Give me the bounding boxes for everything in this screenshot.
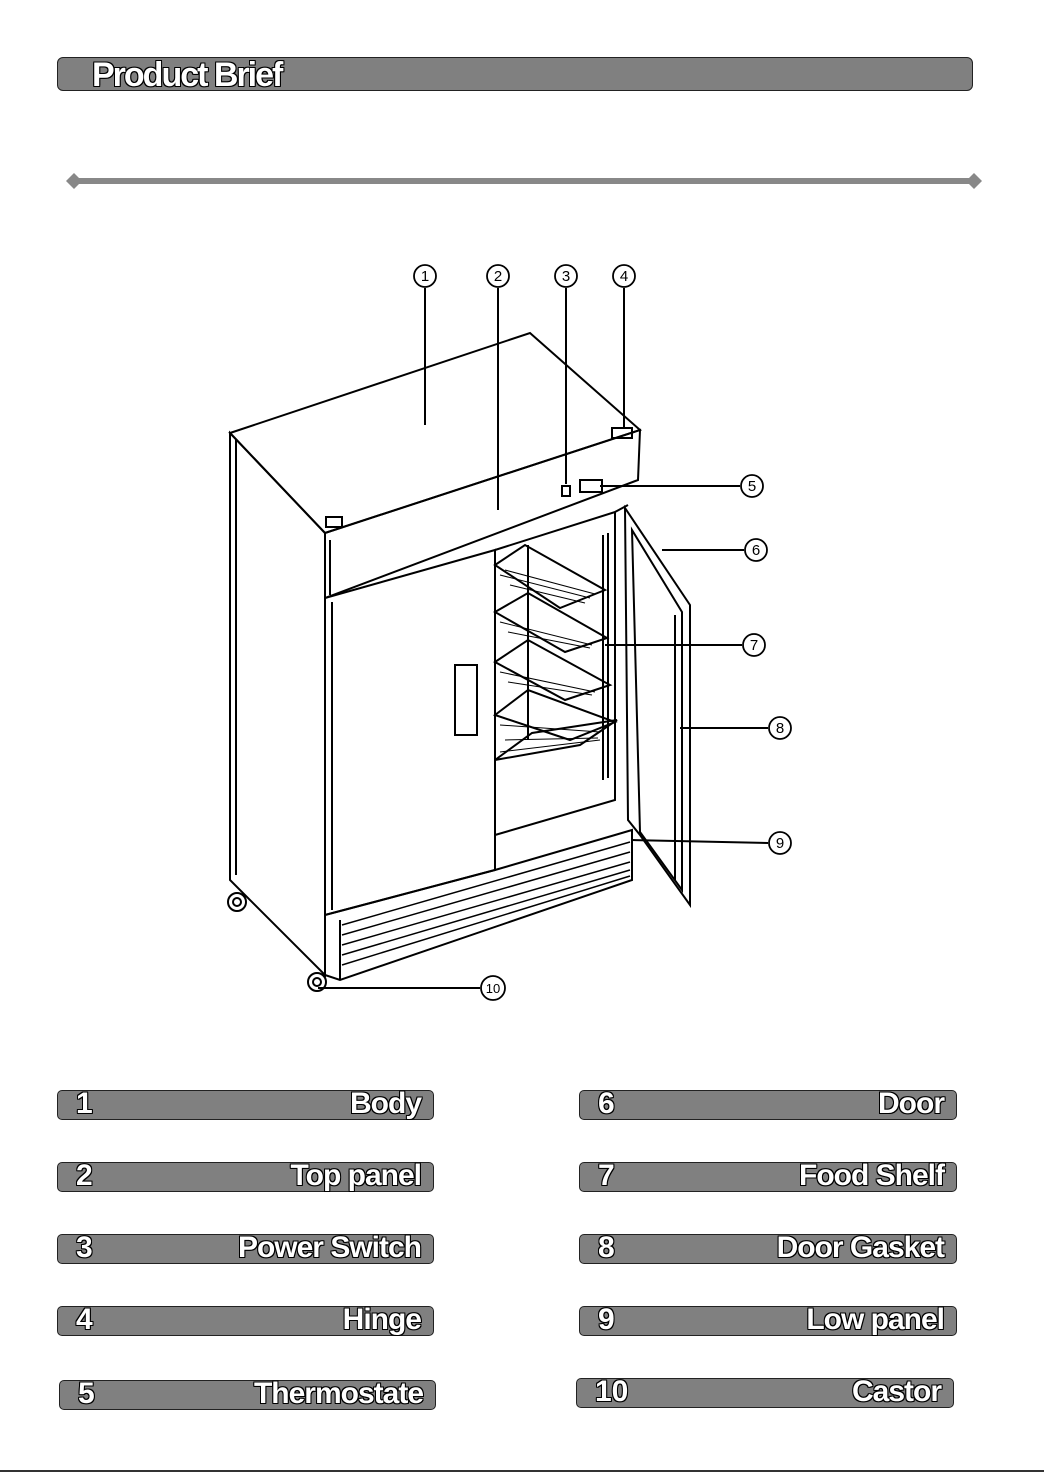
legend-label: Low panel xyxy=(806,1303,944,1337)
legend-number: 2 xyxy=(76,1159,93,1193)
callout-9: 9 xyxy=(776,835,784,852)
callout-8: 8 xyxy=(776,720,784,737)
refrigerator-diagram: 1 2 3 4 5 6 7 8 9 10 xyxy=(200,250,820,1010)
callout-7: 7 xyxy=(750,637,758,654)
legend-number: 9 xyxy=(598,1303,615,1337)
legend-label: Door xyxy=(878,1087,944,1121)
legend-item-door-gasket: 8 Door Gasket xyxy=(579,1234,957,1264)
legend-item-body: 1 Body xyxy=(57,1090,434,1120)
legend-label: Body xyxy=(350,1087,421,1121)
legend-label: Door Gasket xyxy=(777,1231,944,1265)
legend-label: Top panel xyxy=(291,1159,421,1193)
legend-number: 3 xyxy=(76,1231,93,1265)
bottom-rule xyxy=(0,1470,1044,1472)
legend-label: Power Switch xyxy=(238,1231,421,1265)
legend-number: 10 xyxy=(595,1375,628,1409)
callout-6: 6 xyxy=(752,542,760,559)
legend-label: Thermostate xyxy=(254,1377,423,1411)
legend-item-hinge: 4 Hinge xyxy=(57,1306,434,1336)
legend-item-door: 6 Door xyxy=(579,1090,957,1120)
callout-1: 1 xyxy=(421,268,429,285)
title-bar: Product Brief xyxy=(57,57,973,91)
legend-item-top-panel: 2 Top panel xyxy=(57,1162,434,1192)
callout-2: 2 xyxy=(494,268,502,285)
legend-label: Food Shelf xyxy=(799,1159,944,1193)
legend-item-castor: 10 Castor xyxy=(576,1378,954,1408)
callout-4: 4 xyxy=(620,268,628,285)
callout-3: 3 xyxy=(562,268,570,285)
legend-label: Castor xyxy=(852,1375,941,1409)
legend-item-thermostate: 5 Thermostate xyxy=(59,1380,436,1410)
callout-10: 10 xyxy=(486,981,500,996)
page-title: Product Brief xyxy=(92,56,281,94)
legend-number: 7 xyxy=(598,1159,615,1193)
legend-number: 5 xyxy=(78,1377,95,1411)
callout-5: 5 xyxy=(748,478,756,495)
legend-number: 1 xyxy=(76,1087,93,1121)
legend-item-low-panel: 9 Low panel xyxy=(579,1306,957,1336)
legend-number: 8 xyxy=(598,1231,615,1265)
legend-item-power-switch: 3 Power Switch xyxy=(57,1234,434,1264)
legend-item-food-shelf: 7 Food Shelf xyxy=(579,1162,957,1192)
legend-label: Hinge xyxy=(343,1303,421,1337)
legend-number: 4 xyxy=(76,1303,93,1337)
legend-number: 6 xyxy=(598,1087,615,1121)
section-divider xyxy=(66,168,986,194)
